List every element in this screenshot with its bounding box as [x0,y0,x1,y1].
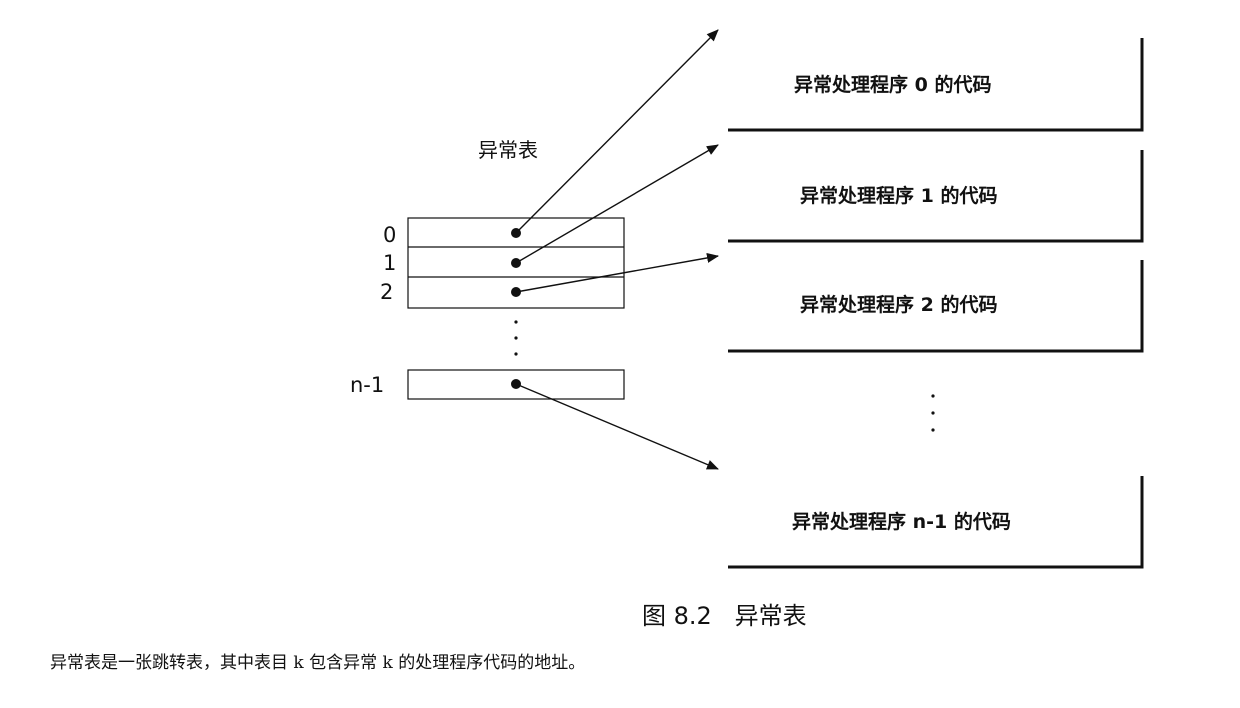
row-index-1: 1 [383,251,396,275]
table-ellipsis [514,320,518,356]
handler-label-0: 异常处理程序 0 的代码 [794,73,991,96]
table-row-n-1 [407,369,625,400]
handler-label-1: 异常处理程序 1 的代码 [800,184,997,207]
row-index-2: 2 [380,280,393,304]
arrow-2 [515,253,719,293]
table-title: 异常表 [478,138,538,162]
handler-ellipsis [931,394,935,432]
arrow-0 [515,29,719,234]
handler-label-2: 异常处理程序 2 的代码 [800,293,997,316]
figure-description: 异常表是一张跳转表，其中表目 k 包含异常 k 的处理程序代码的地址。 [50,653,585,673]
handler-block-1 [728,150,1144,243]
arrow-n-1 [515,383,719,470]
row-index-n-1: n-1 [350,373,384,397]
handler-block-0 [728,38,1144,132]
handler-blocks [728,38,1144,569]
handler-label-n-1: 异常处理程序 n-1 的代码 [792,510,1011,533]
table-top-block [407,217,625,309]
arrows [515,29,719,470]
exception-table [407,217,625,400]
handler-block-n-1 [728,476,1144,569]
handler-block-2 [728,260,1144,353]
row-index-0: 0 [383,223,396,247]
arrow-1 [515,144,719,264]
figure-caption: 图 8.2 异常表 [642,602,807,630]
